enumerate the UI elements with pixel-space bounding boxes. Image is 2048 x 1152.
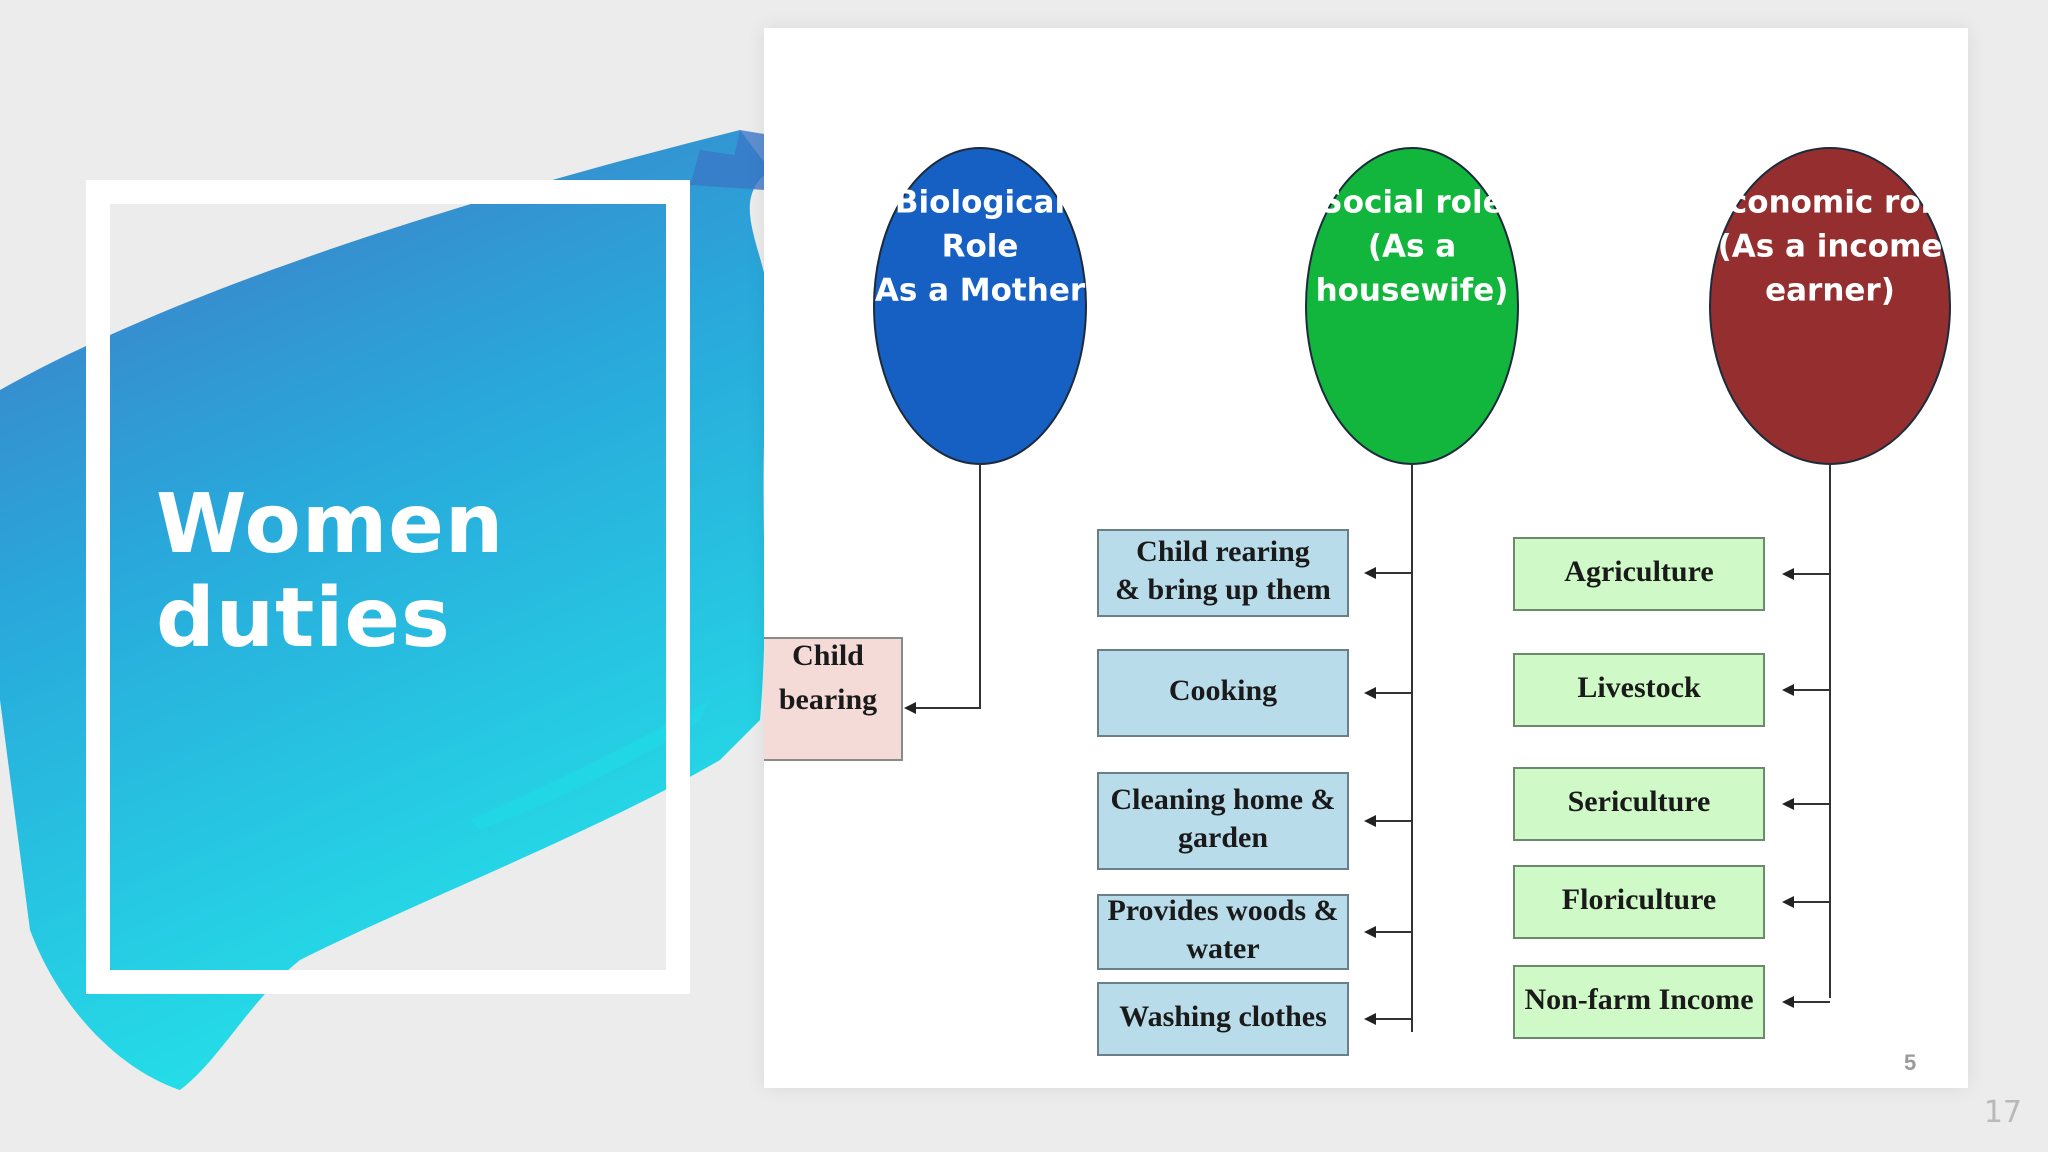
social-item-label: Washing clothes — [1119, 1000, 1327, 1033]
economic-arrow — [1782, 996, 1794, 1008]
social-item-label: Cooking — [1169, 674, 1277, 707]
social-item-label: Cleaning home &garden — [1111, 783, 1336, 854]
social-item-box — [1097, 894, 1349, 970]
slide-title: Women duties — [156, 478, 636, 666]
panel-page-number: 5 — [1904, 1050, 1917, 1075]
economic-item-box — [1513, 653, 1765, 727]
social-arrow — [1364, 687, 1376, 699]
economic-item-box — [1513, 865, 1765, 939]
social-item-box — [1097, 982, 1349, 1056]
social-item-box — [1097, 649, 1349, 737]
slide-title-line: duties — [156, 571, 451, 666]
social-item-label: Child rearing& bring up them — [1115, 535, 1331, 606]
economic-item-box — [1513, 767, 1765, 841]
economic-arrow — [1782, 684, 1794, 696]
slide-page-number: 17 — [1983, 1095, 2022, 1130]
economic-item-label: Floriculture — [1562, 883, 1716, 916]
title-frame — [86, 180, 690, 994]
biological-arrow — [904, 702, 916, 714]
social-arrow — [1364, 1013, 1376, 1025]
economic-item-label: Sericulture — [1568, 785, 1711, 818]
economic-item-label: Livestock — [1577, 671, 1701, 704]
economic-item-box — [1513, 965, 1765, 1039]
economic-arrow — [1782, 568, 1794, 580]
economic-arrow — [1782, 798, 1794, 810]
social-item-box — [1097, 529, 1349, 617]
social-item-label: Provides woods &water — [1107, 894, 1338, 965]
economic-item-label: Agriculture — [1564, 555, 1713, 588]
social-arrow — [1364, 815, 1376, 827]
biological-item-box — [764, 637, 903, 761]
biological-connector — [914, 464, 981, 709]
social-arrow — [1364, 926, 1376, 938]
economic-arrow — [1782, 896, 1794, 908]
slide-title-line: Women — [156, 477, 505, 572]
social-item-box — [1097, 772, 1349, 870]
social-arrow — [1364, 567, 1376, 579]
economic-item-label: Non-farm Income — [1524, 983, 1753, 1016]
economic-item-box — [1513, 537, 1765, 611]
